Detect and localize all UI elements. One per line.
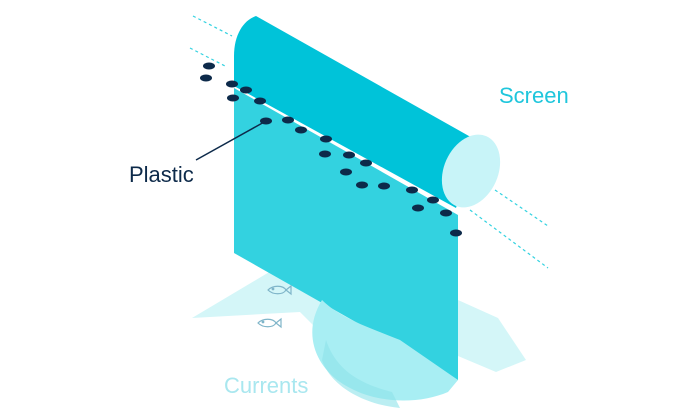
plastic-piece [427, 196, 439, 204]
plastic-piece [406, 186, 418, 194]
plastic-piece [378, 182, 390, 190]
plastic-piece [226, 80, 238, 88]
plastic-piece [320, 135, 332, 143]
guide-line-top-left [192, 15, 233, 37]
plastic-piece [254, 97, 266, 105]
cylinder-body [234, 16, 476, 208]
plastic-piece [240, 86, 252, 94]
plastic-piece [360, 159, 372, 167]
currents-label: Currents [224, 373, 308, 398]
plastic-piece [282, 116, 294, 124]
guide-line-right-upper [494, 189, 549, 227]
current-ribbon-shadow [322, 340, 400, 408]
plastic-piece [440, 209, 452, 217]
plastic-piece [356, 181, 368, 189]
plastic-piece [343, 151, 355, 159]
plastic-piece [203, 62, 215, 70]
plastic-piece [450, 229, 462, 237]
cylinder-end-cap [441, 134, 501, 208]
guide-lines [189, 15, 549, 269]
plastic-piece [227, 94, 239, 102]
plastic-piece [412, 204, 424, 212]
plastic-piece [319, 150, 331, 158]
guide-line-mid-left [189, 47, 226, 67]
plastic-pointer-line [195, 120, 267, 161]
plastic-label: Plastic [129, 162, 194, 187]
plastic-pieces [200, 62, 462, 237]
fish-icon [257, 317, 282, 329]
current-arrow [458, 300, 526, 372]
plastic-piece [340, 168, 352, 176]
guide-line-right-lower [469, 209, 549, 269]
fish-icon [267, 284, 292, 296]
plastic-piece [295, 126, 307, 134]
screen-curtain [234, 88, 458, 380]
plastic-piece [200, 74, 212, 82]
screen-label: Screen [499, 83, 569, 108]
